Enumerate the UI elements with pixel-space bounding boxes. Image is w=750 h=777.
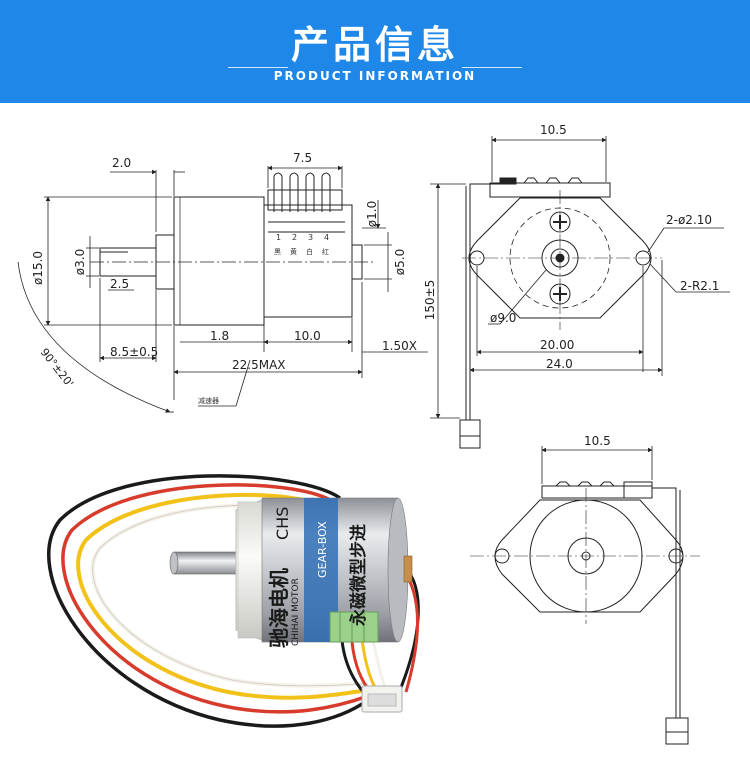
dim-1-50x: 1.50X [382, 339, 417, 353]
front-view-drawing [459, 177, 662, 449]
front-dim-hole-spacing: 20.00 [540, 338, 574, 352]
dim-2-0: 2.0 [112, 156, 131, 170]
pin-number-3: 3 [308, 233, 313, 242]
dim-angle: 90°±20' [38, 346, 76, 390]
wire-color-3: 白 [306, 247, 313, 256]
page-subtitle: PRODUCT INFORMATION [273, 69, 477, 83]
rear-dim-10-5: 10.5 [584, 434, 611, 448]
front-dim-wire-length: 150±5 [423, 280, 437, 321]
photo-gearbox-text: GEAR-BOX [316, 521, 329, 578]
dim-dia-3: ø3.0 [73, 249, 87, 275]
dim-8-5: 8.5±0.5 [110, 345, 158, 359]
page-title: 产品信息 [290, 23, 459, 67]
header-banner: 产品信息 PRODUCT INFORMATION [0, 0, 750, 103]
dim-1-8: 1.8 [210, 329, 229, 343]
dim-2-5: 2.5 [110, 277, 129, 291]
dim-10-0: 10.0 [294, 329, 321, 343]
dim-dia-1: ø1.0 [365, 201, 379, 227]
front-dim-10-5: 10.5 [540, 123, 567, 137]
rear-view-dimensions [541, 446, 653, 484]
wire-color-2: 黄 [290, 247, 297, 256]
photo-model: CHS [273, 507, 292, 540]
gearbox-label: 减速器 [198, 396, 219, 405]
rear-view-drawing [470, 481, 700, 745]
motor-photo [47, 474, 420, 728]
wire-color-1: 黑 [274, 248, 281, 256]
pin-number-2: 2 [292, 233, 297, 242]
dim-dia-15: ø15.0 [31, 251, 45, 285]
pin-number-4: 4 [324, 233, 329, 242]
front-dim-flange-width: 24.0 [546, 357, 573, 371]
front-dim-boss: ø9.0 [490, 311, 516, 325]
photo-brand-cn: 驰海电机 [267, 568, 291, 648]
dim-22-5max: 22.5MAX [232, 358, 286, 372]
pin-number-1: 1 [276, 233, 281, 242]
wire-color-4: 红 [322, 247, 329, 256]
front-dim-radius: 2-R2.1 [680, 279, 719, 293]
side-view-drawing [90, 172, 375, 326]
dim-7-5: 7.5 [293, 151, 312, 165]
photo-brand-en: CHIHAI MOTOR [291, 578, 301, 646]
side-view-dimensions [17, 165, 428, 413]
front-view-dimensions [430, 136, 730, 419]
dim-dia-5: ø5.0 [393, 249, 407, 275]
subtitle-rule-right [462, 67, 522, 68]
front-dim-holes: 2-ø2.10 [666, 213, 712, 227]
subtitle-rule-left [228, 67, 288, 68]
photo-type-label: 永磁微型步进 [348, 524, 369, 627]
